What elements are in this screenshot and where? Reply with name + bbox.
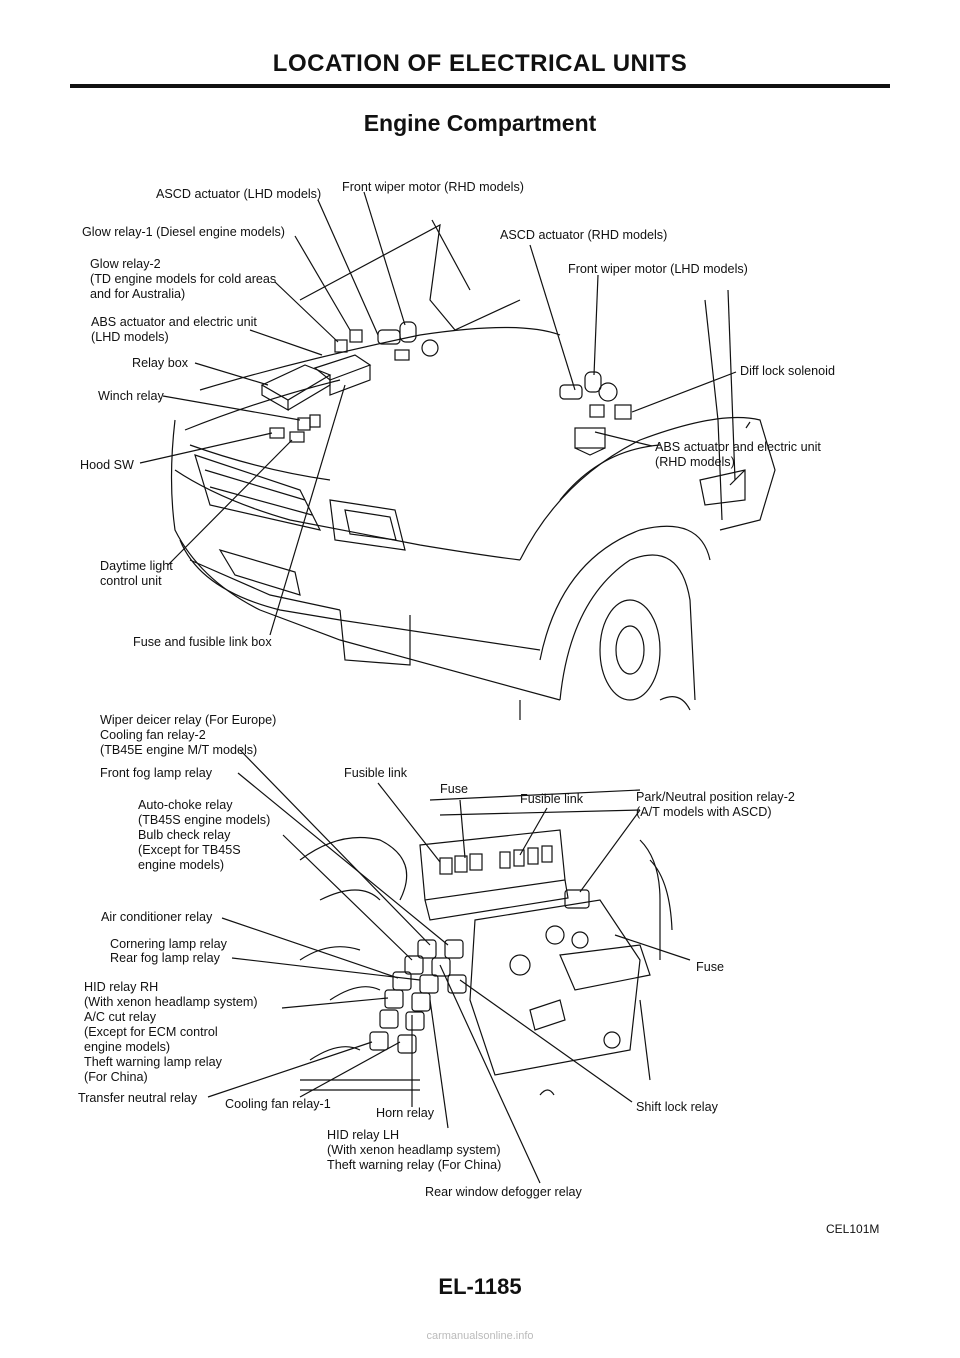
label-hid-relay-lh: HID relay LH (With xenon headlamp system… [327,1128,502,1172]
label-daytime-light-control-unit: Daytime light control unit [100,559,173,588]
label-front-wiper-motor-lhd: Front wiper motor (LHD models) [568,262,748,276]
figure-code: CEL101M [826,1222,880,1236]
header-rule [70,84,890,88]
label-fusible-link-2: Fusible link [520,792,583,806]
label-ascd-actuator-lhd: ASCD actuator (LHD models) [156,187,322,201]
top-leader-lines [139,191,751,636]
label-front-wiper-motor-rhd: Front wiper motor (RHD models) [342,180,524,194]
label-fuse-right: Fuse [696,960,724,974]
section-title: Engine Compartment [363,110,597,136]
label-hid-relay-rh: HID relay RH (With xenon headlamp system… [84,980,258,1084]
label-park-neutral-position-relay-2: Park/Neutral position relay-2 (A/T model… [636,790,795,819]
label-abs-actuator-lhd: ABS actuator and electric unit (LHD mode… [91,315,257,344]
label-cornering-lamp-relay: Cornering lamp relay [110,937,227,951]
engine-components [260,321,632,456]
label-glow-relay-2: Glow relay-2 (TD engine models for cold … [90,257,277,301]
relay-area-drawing [299,789,673,1096]
label-auto-choke-relay: Auto-choke relay (TB45S engine models) B… [138,798,271,872]
label-winch-relay: Winch relay [98,389,164,403]
label-shift-lock-relay: Shift lock relay [636,1100,718,1114]
label-fuse-top: Fuse [440,782,468,796]
label-diff-lock-solenoid: Diff lock solenoid [740,364,835,378]
vehicle-outline [170,219,776,720]
label-horn-relay: Horn relay [376,1106,435,1120]
label-glow-relay-1: Glow relay-1 (Diesel engine models) [82,225,285,239]
label-hood-sw: Hood SW [80,458,134,472]
label-wiper-deicer-relay: Wiper deicer relay (For Europe) Cooling … [100,713,277,757]
label-relay-box: Relay box [132,356,189,370]
bottom-leader-lines [207,749,691,1184]
page-header-title: LOCATION OF ELECTRICAL UNITS [272,50,688,77]
label-ascd-actuator-rhd: ASCD actuator (RHD models) [500,228,668,242]
label-abs-actuator-rhd: ABS actuator and electric unit (RHD mode… [655,440,821,469]
page-number: EL-1185 [438,1274,522,1299]
label-fuse-and-fusible-link-box: Fuse and fusible link box [133,635,272,649]
label-fusible-link-1: Fusible link [344,766,407,780]
watermark: carmanualsonline.info [426,1330,534,1342]
label-front-fog-lamp-relay: Front fog lamp relay [100,766,212,780]
label-air-conditioner-relay: Air conditioner relay [101,910,213,924]
label-cooling-fan-relay-1: Cooling fan relay-1 [225,1097,331,1111]
label-rear-window-defogger-relay: Rear window defogger relay [425,1185,582,1199]
label-rear-fog-lamp-relay: Rear fog lamp relay [110,951,220,965]
label-transfer-neutral-relay: Transfer neutral relay [78,1091,198,1105]
